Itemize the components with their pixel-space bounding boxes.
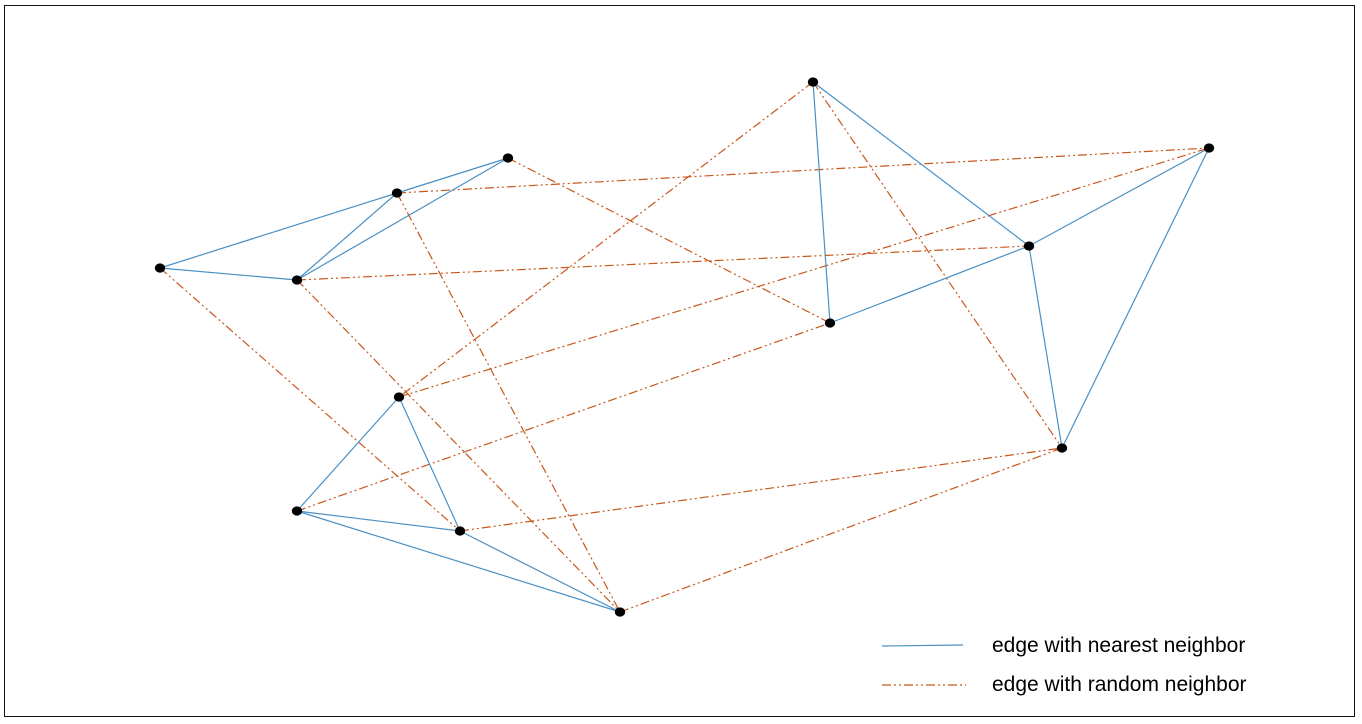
- node-n_r: [1023, 241, 1035, 251]
- nearest-edges-group: [159, 81, 1210, 613]
- node-n_f: [454, 526, 466, 536]
- node-n_a: [391, 188, 403, 198]
- nearest-edge-n_e-n_bot: [296, 510, 621, 613]
- nearest-edge-n_mid-n_r: [829, 245, 1030, 324]
- random-edge-n_a-n_bot: [396, 192, 621, 613]
- nearest-edge-n_a-n_c: [396, 157, 509, 194]
- nearest-edge-n_e-n_f: [296, 510, 461, 532]
- nearest-edge-n_top-n_mid: [812, 81, 831, 324]
- random-edge-n_a-n_far: [396, 147, 1210, 194]
- nearest-edge-n_r-n_low: [1028, 245, 1063, 449]
- legend-nearest-swatch: [881, 644, 964, 647]
- node-n_c: [502, 153, 514, 163]
- random-edge-n_e-n_mid: [296, 322, 831, 512]
- legend-random-label: edge with random neighbor: [992, 673, 1247, 696]
- nodes-group: [154, 77, 1215, 617]
- node-n_top: [807, 77, 819, 87]
- figure-frame: [4, 5, 1355, 717]
- random-edge-n_left-n_f: [159, 267, 461, 532]
- node-n_mid: [824, 318, 836, 328]
- node-n_far: [1203, 143, 1215, 153]
- nearest-edge-n_a-n_b: [296, 192, 398, 281]
- nearest-edge-n_c-n_b: [296, 157, 509, 281]
- random-edge-n_b-n_r: [296, 245, 1030, 281]
- random-edge-n_f-n_low: [459, 447, 1063, 532]
- random-edge-n_bot-n_low: [619, 447, 1063, 613]
- nearest-edge-n_left-n_b: [159, 267, 298, 281]
- nearest-edge-n_top-n_r: [812, 81, 1030, 247]
- random-edge-n_d-n_far: [398, 147, 1210, 398]
- legend-nearest-label: edge with nearest neighbor: [992, 634, 1245, 657]
- random-edge-n_top-n_low: [812, 81, 1063, 449]
- node-n_bot: [614, 607, 626, 617]
- nearest-edge-n_far-n_low: [1061, 147, 1210, 449]
- nearest-edge-n_r-n_far: [1028, 147, 1210, 247]
- node-n_d: [393, 392, 405, 402]
- nearest-edge-n_left-n_a: [159, 192, 398, 269]
- legend: edge with nearest neighbor edge with ran…: [881, 634, 1247, 696]
- nearest-edge-n_d-n_f: [398, 396, 461, 532]
- node-n_left: [154, 263, 166, 273]
- node-n_b: [291, 275, 303, 285]
- nearest-edge-n_f-n_bot: [459, 530, 621, 613]
- node-n_low: [1056, 443, 1068, 453]
- random-edges-group: [159, 81, 1210, 613]
- nearest-edge-n_d-n_e: [296, 396, 400, 512]
- random-edge-n_top-n_d: [398, 81, 814, 398]
- random-edge-n_c-n_mid: [507, 157, 831, 324]
- node-n_e: [291, 506, 303, 516]
- random-edge-n_b-n_bot: [296, 279, 621, 613]
